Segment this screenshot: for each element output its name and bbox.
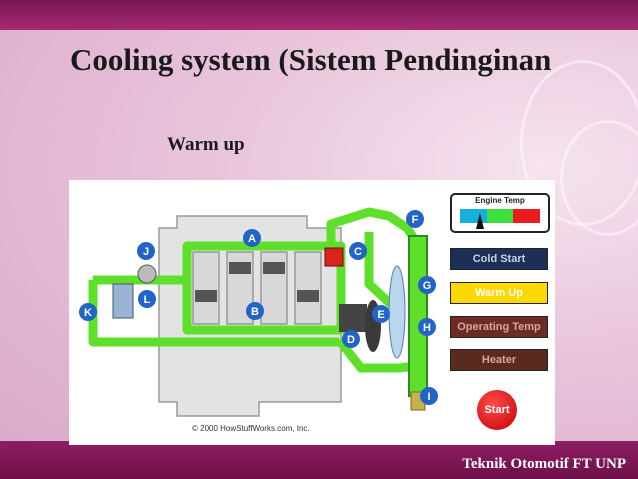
marker-B: B [246, 302, 264, 320]
svg-text:B: B [251, 306, 259, 318]
start-button[interactable]: Start [477, 390, 517, 430]
operating-temp-button[interactable]: Operating Temp [450, 316, 548, 338]
marker-F: F [406, 210, 424, 228]
bypass-valve [137, 264, 157, 284]
cooling-system-diagram: A B C D E F G H I J K L Engine Temp Cold… [69, 180, 555, 445]
marker-A: A [243, 229, 261, 247]
warm-up-button[interactable]: Warm Up [450, 282, 548, 304]
svg-text:H: H [423, 322, 431, 334]
marker-I: I [420, 387, 438, 405]
bottom-banner [0, 441, 638, 479]
svg-text:F: F [412, 214, 419, 226]
engine-temp-gauge: Engine Temp [450, 193, 550, 233]
heater-core [112, 283, 134, 319]
top-banner [0, 0, 638, 30]
gauge-scale [460, 209, 541, 223]
gauge-zone-hot [513, 209, 541, 223]
gauge-title: Engine Temp [475, 196, 525, 205]
marker-E: E [372, 305, 390, 323]
engine-illustration: A B C D E F G H I J K L [79, 207, 438, 417]
marker-G: G [418, 276, 436, 294]
water-pump [339, 304, 367, 332]
svg-text:C: C [354, 246, 362, 258]
copyright-text: © 2000 HowStuffWorks.com, Inc. [192, 424, 310, 433]
svg-text:K: K [84, 307, 92, 319]
pistons [195, 262, 319, 302]
decor-swirl [560, 120, 638, 236]
svg-text:D: D [347, 334, 355, 346]
marker-K: K [79, 303, 97, 321]
heater-button[interactable]: Heater [450, 349, 548, 371]
slide-footer: Teknik Otomotif FT UNP [462, 456, 626, 472]
slide-subtitle: Warm up [167, 134, 245, 155]
gauge-needle [476, 213, 484, 229]
thermostat [324, 247, 344, 267]
fan [388, 265, 406, 359]
gauge-zone-normal [486, 209, 514, 223]
svg-text:A: A [248, 233, 256, 245]
radiator [408, 235, 428, 397]
marker-C: C [349, 242, 367, 260]
marker-D: D [342, 330, 360, 348]
marker-H: H [418, 318, 436, 336]
slide-title: Cooling system (Sistem Pendinginan [70, 42, 552, 77]
marker-J: J [137, 242, 155, 260]
svg-text:G: G [423, 280, 432, 292]
cold-start-button[interactable]: Cold Start [450, 248, 548, 270]
svg-text:E: E [377, 309, 384, 321]
svg-text:I: I [427, 391, 430, 403]
svg-text:J: J [143, 246, 149, 258]
svg-text:L: L [144, 294, 151, 306]
marker-L: L [138, 290, 156, 308]
